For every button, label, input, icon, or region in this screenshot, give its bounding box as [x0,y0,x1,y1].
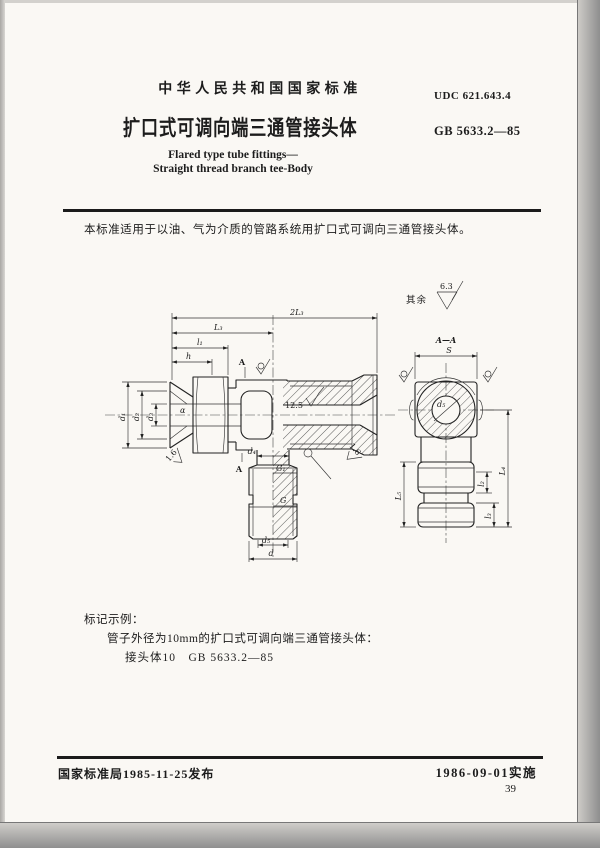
roughness-symbol-top [255,358,271,375]
english-title-line1: Flared type tube fittings— [168,149,298,161]
roughness-triangle-icon [436,291,458,310]
thread-G: G [280,496,287,505]
marking-example-line1: 管子外径为10mm的扩口式可调向端三通管接头体： [107,633,379,645]
front-view: α [105,308,395,562]
dim-d1: d₁ [118,413,127,421]
roughness-symbol-right-corner [482,366,498,383]
roughness-12-5-symbol [305,386,325,407]
page-title: 扩口式可调向端三通管接头体 [122,117,358,140]
scope-statement: 本标准适用于以油、气为介质的管路系统用扩口式可调向三通管接头体。 [84,224,472,236]
dim-L5: L₅ [394,491,403,501]
dim-L4: L₄ [498,467,507,477]
dim-l1: l₁ [197,338,203,347]
footer-implementation-date: 1986-09-01实施 [435,766,537,780]
section-hatch-branch-groove [273,495,292,504]
technical-drawing: α [105,280,512,562]
section-view-title: A—A [435,335,456,345]
section-hatch-arm-top [283,375,377,405]
roughness-detail-callout [303,448,332,480]
dim-l2: l₂ [477,481,486,487]
scan-edge-bottom [0,822,600,848]
dim-d4: d₄ [248,447,256,456]
national-standard-heading: 中华人民共和国国家标准 [158,82,362,97]
surface-note-value: 6.3 [440,282,453,291]
angle-alpha-label: α [180,406,186,415]
surface-roughness-note: 其余 6.3 [406,280,464,310]
dim-l3: l₃ [484,513,493,519]
thread-G1: G₁ [276,464,286,473]
section-hatch-arm-bottom [283,425,377,455]
section-hatch-branch-thread1 [273,465,297,495]
standard-number: GB 5633.2—85 [434,124,521,138]
bore-label: d₅ [437,400,446,409]
footer-rule [57,756,543,759]
scan-edge-right [577,0,600,848]
section-marker-top: A [238,357,246,367]
roughness-symbol-left-corner [398,366,414,383]
footer-issued-date: 国家标准局1985-11-25发布 [58,767,215,781]
scan-edge-top [0,0,600,3]
surface-note-prefix: 其余 [406,294,427,306]
dim-d3: d₃ [146,413,155,421]
section-hatch-branch-neck [273,451,289,465]
dim-d: d [268,549,273,558]
page-number: 39 [505,783,516,795]
dim-2L3: 2L₃ [289,308,304,317]
english-title-line2: Straight thread branch tee-Body [153,163,313,175]
section-hatch-branch-thread2 [273,504,297,539]
roughness-1-6-left: 1.6 [164,447,183,464]
marking-example-line2: 接头体10 GB 5633.2—85 [125,652,274,664]
dim-d2: d₂ [132,413,141,421]
marking-example-heading: 标记示例： [84,614,144,626]
header-rule [63,209,541,212]
dim-S: S [446,346,452,355]
dim-L3: L₃ [213,323,223,332]
section-marker-bottom: A [235,464,243,474]
spherical-cavity [240,390,273,440]
scan-edge-left [0,0,5,848]
dim-d5: d₅ [262,536,271,545]
svg-text:1.6: 1.6 [164,448,179,464]
udc-number: UDC 621.643.4 [434,90,512,102]
roughness-12-5-label: 12.5 [285,401,303,410]
section-view: A—A S d₅ [394,335,512,543]
dim-h: h [186,352,191,361]
